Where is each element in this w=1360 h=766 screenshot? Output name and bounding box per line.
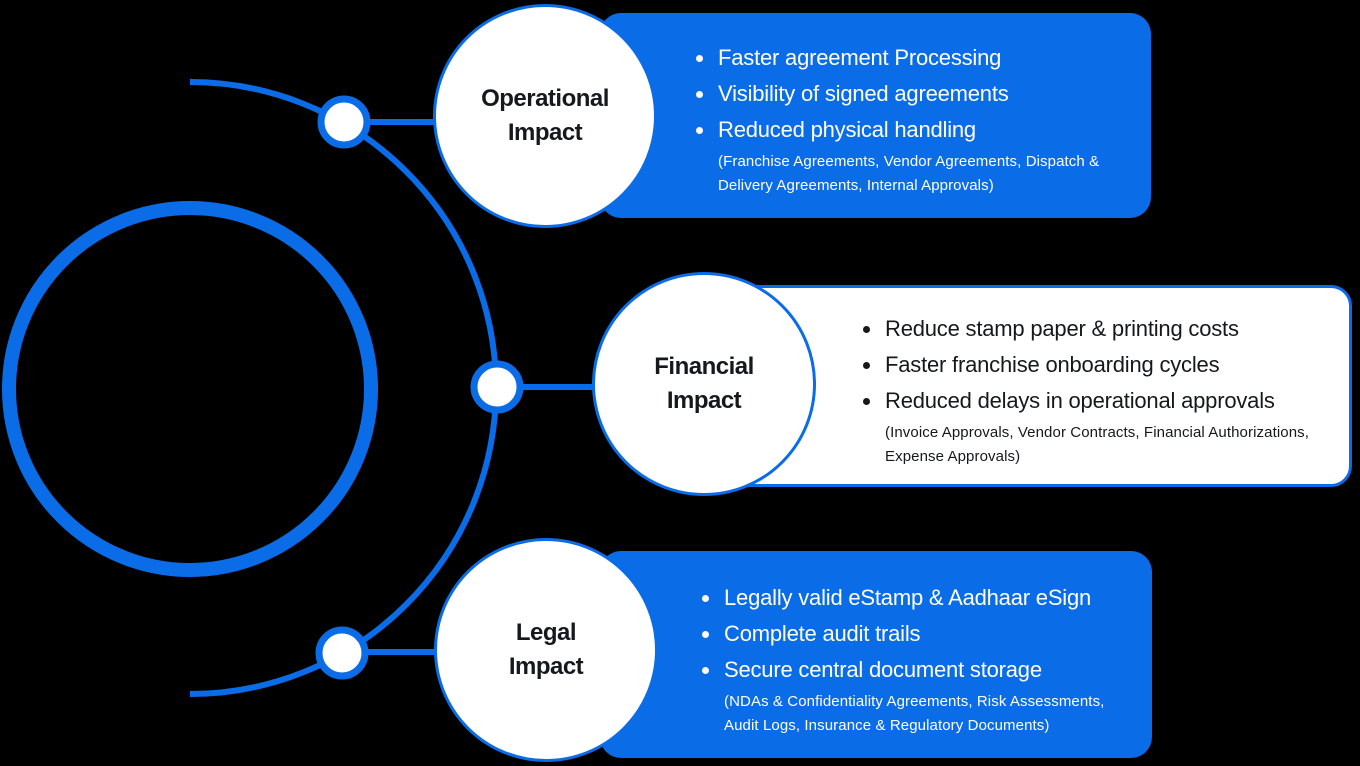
bullet-item: Complete audit trails — [702, 616, 1152, 652]
bullet-text: Faster franchise onboarding cycles — [885, 352, 1220, 377]
operational-bullet-list: Faster agreement Processing Visibility o… — [696, 40, 1151, 148]
operational-impact-node: Operational Impact — [433, 4, 657, 228]
note-line: Audit Logs, Insurance & Regulatory Docum… — [724, 717, 1050, 734]
bullet-item: Reduce stamp paper & printing costs — [863, 311, 1349, 347]
bullet-item: Legally valid eStamp & Aadhaar eSign — [702, 580, 1152, 616]
bullet-dot-icon — [863, 325, 870, 333]
legal-impact-panel: Legally valid eStamp & Aadhaar eSign Com… — [600, 551, 1152, 758]
node-title: Legal Impact — [508, 616, 584, 684]
bullet-item: Faster agreement Processing — [696, 40, 1151, 76]
bullet-dot-icon — [696, 54, 703, 62]
note-line: Delivery Agreements, Internal Approvals) — [718, 177, 994, 194]
bullet-text: Faster agreement Processing — [718, 45, 1002, 70]
bullet-item: Secure central document storage — [702, 652, 1152, 688]
bullet-item: Visibility of signed agreements — [696, 76, 1151, 112]
note-line: (NDAs & Confidentiality Agreements, Risk… — [724, 693, 1105, 710]
node-title-line: Impact — [508, 653, 584, 680]
bullet-dot-icon — [696, 126, 703, 134]
bullet-dot-icon — [702, 630, 709, 638]
junction-dot-operational — [317, 95, 371, 149]
bullet-dot-icon — [696, 90, 703, 98]
note-line: Expense Approvals) — [885, 448, 1021, 465]
operational-note: (Franchise Agreements, Vendor Agreements… — [718, 150, 1151, 198]
node-title-line: Operational — [481, 85, 609, 112]
bullet-text: Complete audit trails — [724, 621, 921, 646]
node-title-line: Impact — [507, 119, 583, 146]
node-title-line: Financial — [654, 353, 754, 380]
bullet-text: Reduced delays in operational approvals — [885, 388, 1275, 413]
junction-dot-legal — [315, 626, 369, 680]
node-title-line: Impact — [666, 387, 742, 414]
bullet-item: Reduced delays in operational approvals — [863, 383, 1349, 419]
bullet-text: Reduce stamp paper & printing costs — [885, 316, 1239, 341]
bullet-text: Legally valid eStamp & Aadhaar eSign — [724, 585, 1092, 610]
node-title: Financial Impact — [654, 350, 754, 418]
outer-ring-circle — [2, 201, 378, 577]
bullet-dot-icon — [863, 361, 870, 369]
legal-bullet-list: Legally valid eStamp & Aadhaar eSign Com… — [702, 580, 1152, 688]
financial-bullet-list: Reduce stamp paper & printing costs Fast… — [863, 311, 1349, 419]
bullet-item: Faster franchise onboarding cycles — [863, 347, 1349, 383]
note-line: (Invoice Approvals, Vendor Contracts, Fi… — [885, 424, 1310, 441]
legal-impact-node: Legal Impact — [434, 538, 658, 762]
bullet-dot-icon — [702, 666, 709, 674]
operational-impact-panel: Faster agreement Processing Visibility o… — [600, 13, 1151, 218]
financial-note: (Invoice Approvals, Vendor Contracts, Fi… — [885, 421, 1349, 469]
bullet-dot-icon — [702, 594, 709, 602]
bullet-text: Visibility of signed agreements — [718, 81, 1009, 106]
bullet-text: Reduced physical handling — [718, 117, 976, 142]
junction-dot-financial — [470, 360, 524, 414]
note-line: (Franchise Agreements, Vendor Agreements… — [718, 153, 1100, 170]
legal-note: (NDAs & Confidentiality Agreements, Risk… — [724, 690, 1152, 738]
bullet-dot-icon — [863, 397, 870, 405]
node-title: Operational Impact — [481, 82, 609, 150]
bullet-text: Secure central document storage — [724, 657, 1042, 682]
node-title-line: Legal — [515, 619, 577, 646]
financial-impact-node: Financial Impact — [592, 272, 816, 496]
bullet-item: Reduced physical handling — [696, 112, 1151, 148]
